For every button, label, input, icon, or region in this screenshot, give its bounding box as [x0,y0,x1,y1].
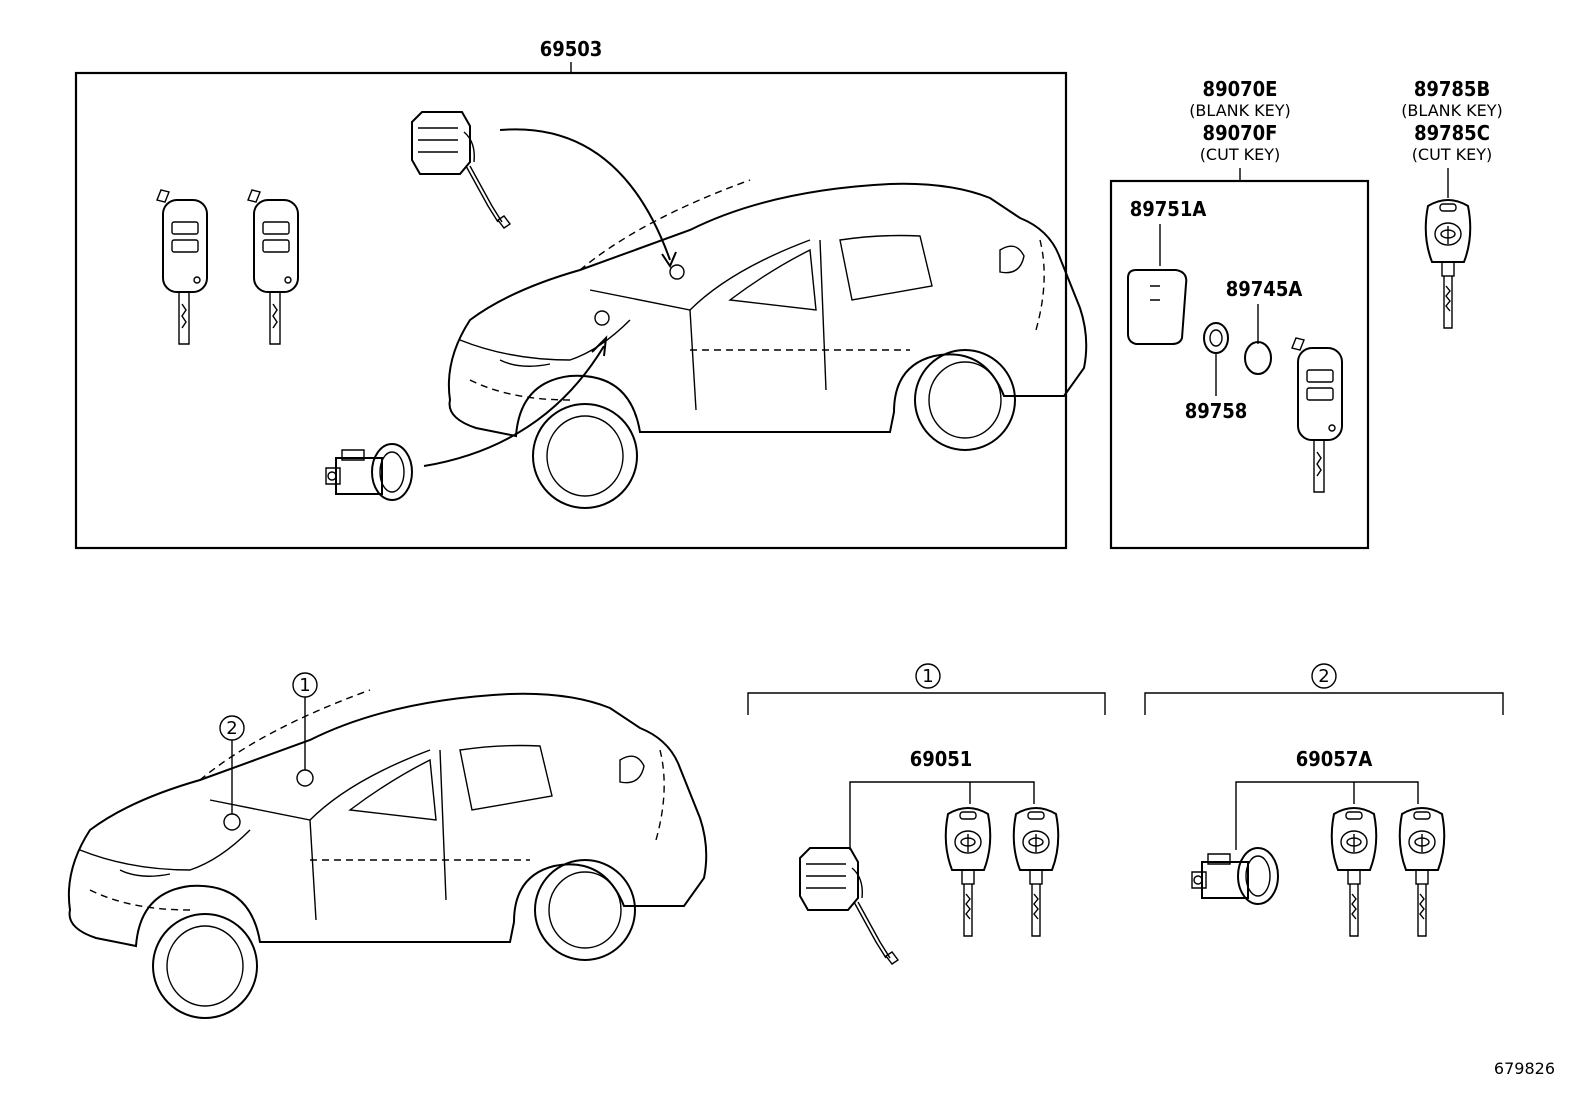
location-marker [296,769,314,787]
part-number-89758: 89758 [1185,399,1248,423]
leader-tree [1235,781,1419,850]
kit-box-69503 [74,71,1068,550]
transponder-key-icon [1330,807,1378,937]
blank-key-note: (BLANK KEY) [1401,101,1503,120]
vehicle-outline-icon [67,689,708,1019]
transponder-key-icon [1424,199,1472,329]
figure-number: 679826 [1494,1059,1555,1078]
part-number-69057A: 69057A [1296,747,1373,771]
flip-key-icon [156,189,208,345]
kit-box-89070 [1109,179,1370,550]
part-number-89070F: 89070F [1203,121,1278,145]
callout-label-1: 1 [299,675,310,696]
transponder-key-icon [1398,807,1446,937]
transponder-key-icon [1012,807,1060,937]
arrow-to-door [423,345,605,467]
seal-ring-inner [1209,329,1223,347]
part-number-69503: 69503 [540,37,603,61]
part-number-89745A: 89745A [1226,277,1303,301]
part-number-89751A: 89751A [1130,197,1207,221]
location-marker [594,310,610,326]
group-circle-1 [915,663,941,689]
ignition-cylinder-icon [799,847,899,965]
arrowhead-icon [661,251,677,269]
key-cover-detail [1150,285,1160,301]
key-cover-icon [1127,269,1188,345]
flip-key-icon [1291,337,1343,493]
vehicle-outline-icon [447,179,1088,509]
group-label-1: 1 [922,666,933,687]
leader-tree [849,781,1035,850]
group-label-2: 2 [1318,666,1329,687]
transponder-key-icon [944,807,992,937]
door-lock-cylinder-icon [325,443,413,501]
part-number-89785C: 89785C [1414,121,1490,145]
ignition-cylinder-icon [411,111,511,229]
door-lock-cylinder-icon [1191,847,1279,905]
group-bracket-2 [1144,692,1504,715]
cut-key-note: (CUT KEY) [1412,145,1493,164]
seal-ring-icon [1203,322,1229,354]
arrow-to-ignition [499,128,671,261]
part-number-69051: 69051 [910,747,973,771]
flip-key-icon [247,189,299,345]
part-number-89785B: 89785B [1414,77,1490,101]
coin-battery-icon [1244,341,1272,375]
callout-label-2: 2 [226,718,237,739]
group-bracket-1 [747,692,1106,715]
arrowhead-icon [591,335,608,357]
location-marker [223,813,241,831]
location-marker [669,264,685,280]
part-number-89070E: 89070E [1203,77,1278,101]
blank-key-note: (BLANK KEY) [1189,101,1291,120]
group-circle-2 [1311,663,1337,689]
cut-key-note: (CUT KEY) [1200,145,1281,164]
